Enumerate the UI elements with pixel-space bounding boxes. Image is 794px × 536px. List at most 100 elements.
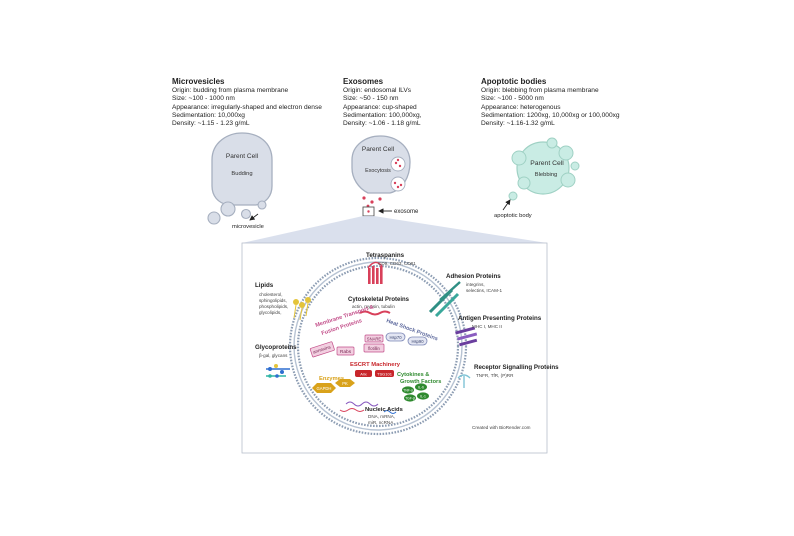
antigen-desc: MHC I, MHC II [472,324,502,329]
hsp90-label: Hsp90 [411,339,424,344]
escrt-title: ESCRT Machinery [350,362,401,368]
flotillin-label: flotillin [368,346,380,351]
apoptotic-appearance: Appearance: heterogenous [481,103,561,111]
apoptotic-process-label: Blebbing [535,172,558,178]
nucleic-acids-desc-1: DNA, mRNA, [368,414,395,419]
snare-label: SNARE [367,337,382,342]
tetraspanins-title: Tetraspanins [366,252,405,259]
cytokine-3-badge: TGF-β [404,394,416,402]
receptor-protein-icon [457,374,471,388]
exosome-cell-label: Parent Cell [362,146,395,153]
lipids-title: Lipids [255,282,274,289]
cytokine-3-label: TGF-β [405,397,415,401]
hsp70-badge: Hsp70 [385,332,406,342]
pk-label: PK [342,381,348,386]
cytokine-4-label: IL-1 [420,395,426,399]
actin-filament-icon [359,310,391,316]
enzymes-title: Enzymes [319,376,344,382]
lipids-desc-2: sphingolipids, [259,298,287,303]
nucleic-acids-title: Nucleic Acids [365,407,403,413]
exosome-process-label: Exocytosis [365,168,391,174]
antigen-title: Antigen Presenting Proteins [458,315,542,322]
microvesicle-cell-label: Parent Cell [226,153,259,160]
tetraspanin-icon [367,261,383,284]
snare-badge: SNARE [364,334,384,343]
microvesicles-title: Microvesicles [172,77,225,86]
exosomes-sedimentation: Sedimentation: 100,000xg, [343,111,422,119]
exosome-parent-cell: Parent Cell Exocytosis exosome [351,135,419,217]
adhesion-desc-2: selectins, ICAM-1 [466,288,502,293]
alix-badge: Alix [355,370,372,377]
receptor-desc: TNFR, TfR, (P)RR [476,373,514,378]
exosome-detail-panel [241,242,548,454]
antigen-protein-icon [455,326,478,347]
nucleic-acid-icon [339,401,397,414]
adhesion-desc-1: integrins, [466,282,485,287]
exosomes-size: Size: ~50 - 150 nm [343,95,399,103]
glycoproteins-desc: β-gal, glycans [259,353,288,358]
exosome-membrane [288,256,468,436]
cytokines-title-2: Growth Factors [400,379,441,385]
pk-badge: PK [335,379,355,387]
microvesicle-parent-cell: Parent Cell Budding microvesicle [207,132,273,230]
cytokines-title-1: Cytokines & [397,372,429,378]
receptor-title: Receptor Signalling Proteins [474,364,559,371]
nucleic-acids-desc-2: miR, ncRNA [368,420,394,425]
exosomes-title: Exosomes [343,77,384,86]
rabs-badge: Rabs [336,346,355,356]
lipid-icon [293,297,311,321]
microvesicles-density: Density: ~1.15 - 1.23 g/mL [172,120,250,128]
apoptotic-bodies-column: Apoptotic bodies Origin: blebbing from p… [481,77,620,128]
cytokine-1-badge: TNF-α [402,386,414,394]
annexins-badge: annexins [309,341,335,358]
annexins-label: annexins [312,344,332,355]
cytokine-4-badge: IL-1 [417,392,429,400]
microvesicle-arrow [249,213,259,221]
flotillin-badge: flotillin [363,343,385,353]
exosomes-appearance: Appearance: cup-shaped [343,103,417,111]
zoom-projection [242,216,547,243]
glycoprotein-icon [266,364,290,378]
apoptotic-origin: Origin: blebbing from plasma membrane [481,87,599,94]
microvesicles-column: Microvesicles Origin: budding from plasm… [172,77,322,128]
microvesicles-origin: Origin: budding from plasma membrane [172,87,289,94]
tetraspanins-desc: CD9, CD63, CD81 [378,261,416,266]
apoptotic-density: Density: ~1.16-1.32 g/mL [481,120,555,128]
lipids-desc-3: phospholipids, [259,304,288,309]
adhesion-title: Adhesion Proteins [446,273,501,280]
gapdh-badge: GAPDH [312,383,336,393]
apoptotic-cell-label: Parent Cell [530,160,564,167]
cytokine-2-label: IL-6 [418,386,424,390]
exosomes-column: Exosomes Origin: endosomal ILVs Size: ~5… [343,77,421,128]
biorender-credit: Created with BioRender.com [472,425,531,430]
apoptotic-bodies-title: Apoptotic bodies [481,77,547,86]
apoptotic-size: Size: ~100 - 5000 nm [481,95,544,103]
microvesicles-sedimentation: Sedimentation: 10,000xg [172,111,245,119]
adhesion-protein-icon [428,281,461,318]
exosome-pointer-label: exosome [394,209,419,215]
apoptotic-parent-cell: Parent Cell Blebbing apoptotic body [494,137,580,219]
alix-label: Alix [360,372,366,377]
rabs-label: Rabs [340,349,352,355]
apoptotic-arrow [502,199,511,211]
cytokine-1-label: TNF-α [403,389,413,393]
tsg101-label: TSG101 [377,372,393,377]
exosomes-density: Density: ~1.06 - 1.18 g/mL [343,120,421,128]
glycoproteins-title: Glycoproteins [255,344,297,351]
lipids-desc-4: glycolipids, [259,310,281,315]
hsp70-label: Hsp70 [389,335,402,340]
microvesicle-process-label: Budding [231,171,252,177]
apoptotic-sedimentation: Sedimentation: 1200xg, 10,000xg or 100,0… [481,111,620,119]
cytoskeletal-title: Cytoskeletal Proteins [348,297,410,303]
exosomes-origin: Origin: endosomal ILVs [343,87,412,94]
microvesicles-size: Size: ~100 - 1000 nm [172,95,235,103]
hsp90-badge: Hsp90 [407,336,428,346]
tsg101-badge: TSG101 [375,370,394,377]
gapdh-label: GAPDH [317,386,332,391]
apoptotic-pointer-label: apoptotic body [494,213,532,219]
lipids-desc-1: cholesterol, [259,292,283,297]
microvesicle-pointer-label: microvesicle [232,224,264,230]
microvesicles-appearance: Appearance: irregularly-shaped and elect… [172,103,322,111]
cytokine-2-badge: IL-6 [415,383,427,391]
